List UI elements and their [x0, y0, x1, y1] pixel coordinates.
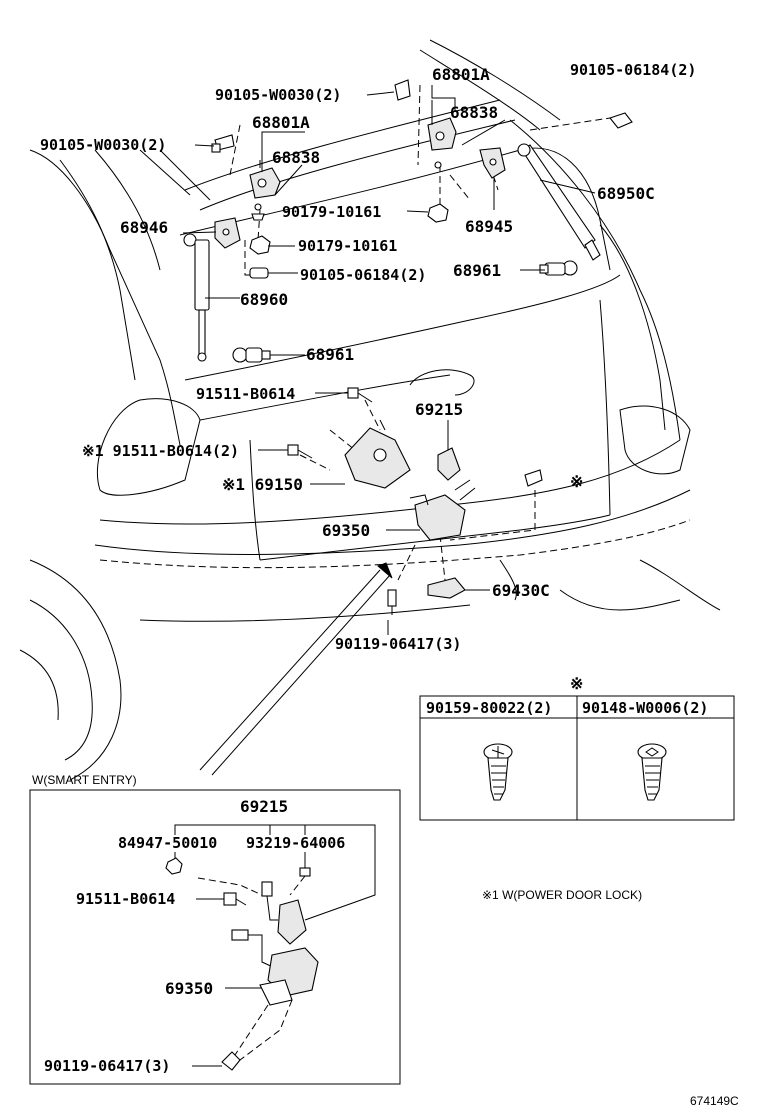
figure-id: 674149C: [690, 1094, 739, 1108]
inset-nut: [165, 857, 183, 875]
bolt-90119-a: [387, 589, 397, 615]
ball-joint-68961-b: [232, 347, 271, 363]
label-68961-b: 68961: [306, 345, 354, 364]
screw-table-col1: 90159-80022(2): [426, 699, 552, 717]
label-68838-b: 68838: [272, 148, 320, 167]
ball-joint-68961-a: [539, 260, 578, 276]
screw-star: [524, 469, 543, 487]
label-90179-10161-b: 90179-10161: [298, 237, 397, 255]
label-90119-06417-a: 90119-06417(3): [335, 635, 461, 653]
label-69350-a: 69350: [322, 521, 370, 540]
label-69215-a: 69215: [415, 400, 463, 419]
inset-label-69350: 69350: [165, 979, 213, 998]
bracket-68945: [479, 147, 506, 179]
screw-table: ※ 90159-80022(2) 90148-W0006(2): [419, 674, 735, 821]
bolt-right-top: [394, 79, 411, 101]
label-90105-w0030-a: 90105-W0030(2): [215, 86, 341, 104]
inset-screw-91511: [223, 892, 247, 906]
strut-68950c: [517, 143, 601, 261]
label-91511-b0614-a: 91511-B0614: [196, 385, 295, 403]
label-90179-10161-a: 90179-10161: [282, 203, 381, 221]
screw-table-mark: ※: [570, 674, 583, 693]
label-68801a-a: 68801A: [432, 65, 490, 84]
inset-label-93219: 93219-64006: [246, 834, 345, 852]
label-90105-w0030-b: 90105-W0030(2): [40, 136, 166, 154]
bolt-strut-top: [609, 112, 633, 129]
inset-label-69215: 69215: [240, 797, 288, 816]
label-68950c: 68950C: [597, 184, 655, 203]
label-68946: 68946: [120, 218, 168, 237]
footnote-power-door-lock: ※1 W(POWER DOOR LOCK): [482, 888, 642, 902]
label-69150: ※1 69150: [222, 475, 303, 494]
inset-switch-69215: [261, 881, 307, 945]
inset-label-91511: 91511-B0614: [76, 890, 175, 908]
label-68960: 68960: [240, 290, 288, 309]
vehicle-body-outline: [19, 39, 721, 781]
nut-90179-b: [249, 235, 271, 255]
hinge-right: [427, 117, 457, 169]
nut-90179-a: [427, 203, 449, 223]
lock-69150: [344, 419, 411, 489]
label-68945: 68945: [465, 217, 513, 236]
phillips-screw-icon: [483, 743, 513, 801]
label-69430c: 69430C: [492, 581, 550, 600]
inset-caption: W(SMART ENTRY): [32, 773, 137, 787]
bracket-68946: [214, 217, 241, 249]
inset-label-84947: 84947-50010: [118, 834, 217, 852]
switch-69215: [437, 447, 461, 481]
inset-screw-93219: [299, 867, 311, 877]
label-68961-a: 68961: [453, 261, 501, 280]
label-91511-b0614-b: ※1 91511-B0614(2): [82, 442, 239, 460]
label-90105-06184-a: 90105-06184(2): [570, 61, 696, 79]
label-star-screw: ※: [570, 472, 583, 491]
latch-69430c: [427, 577, 466, 599]
inset-actuator-69350: [231, 929, 319, 1006]
inset-bolt-90119: [221, 1051, 241, 1071]
actuator-69350: [409, 479, 476, 541]
label-68801a-b: 68801A: [252, 113, 310, 132]
screw-91511-b: [287, 444, 313, 459]
bolt-90105-06184-b: [249, 267, 269, 279]
leader-lines: [182, 85, 596, 635]
inset-label-90119: 90119-06417(3): [44, 1057, 170, 1075]
label-90105-06184-b: 90105-06184(2): [300, 266, 426, 284]
screw-table-col2: 90148-W0006(2): [582, 699, 708, 717]
strut-68960: [183, 233, 210, 362]
torx-screw-icon: [637, 743, 667, 801]
hinge-left: [249, 167, 281, 221]
smart-entry-inset: W(SMART ENTRY) 69215 84947-50010 93219-6…: [29, 773, 401, 1085]
label-68838-a: 68838: [450, 103, 498, 122]
bolt-left-top: [211, 134, 235, 153]
